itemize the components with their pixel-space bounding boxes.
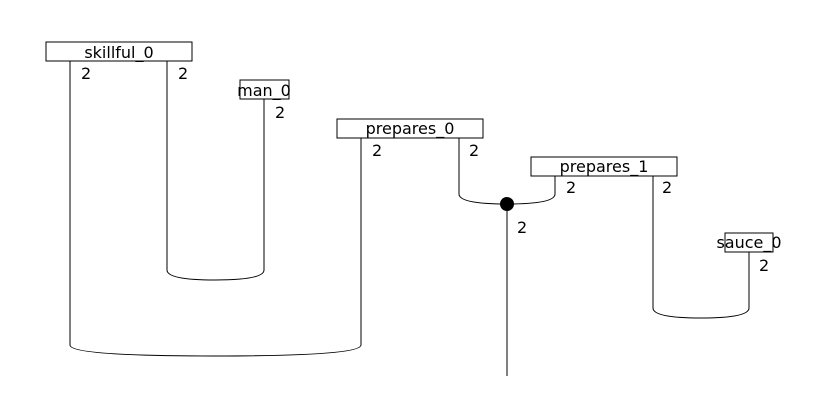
box-man-0 <box>239 79 290 100</box>
port-label-skillful-right: 2 <box>178 64 188 83</box>
box-man-0-label: man_0 <box>237 81 291 101</box>
box-prepares-0-label: prepares_0 <box>366 119 455 139</box>
box-skillful-0 <box>45 41 193 62</box>
port-label-skillful-left: 2 <box>81 64 91 83</box>
box-prepares-0 <box>336 118 484 139</box>
box-sauce-0-label: sauce_0 <box>716 233 781 253</box>
wire-prepares0-to-spider <box>458 138 508 205</box>
port-label-prepares0-right: 2 <box>469 141 479 160</box>
box-prepares-1-label: prepares_1 <box>560 157 649 177</box>
port-label-man-out: 2 <box>275 103 285 122</box>
port-label-prepares0-left: 2 <box>372 141 382 160</box>
box-sauce-0 <box>724 232 774 253</box>
wire-skillful-to-prepares0 <box>69 61 362 357</box>
port-label-prepares1-right: 2 <box>662 178 672 197</box>
box-prepares-1 <box>530 156 678 177</box>
port-label-spider-out: 2 <box>517 218 527 237</box>
wire-skillful-to-man <box>166 61 265 281</box>
wire-prepares1-to-spider <box>506 176 556 205</box>
wire-prepares1-to-sauce <box>652 176 750 319</box>
port-label-sauce-out: 2 <box>759 256 769 275</box>
spider-node <box>500 197 514 211</box>
box-skillful-0-label: skillful_0 <box>84 43 153 63</box>
port-label-prepares1-left: 2 <box>566 178 576 197</box>
